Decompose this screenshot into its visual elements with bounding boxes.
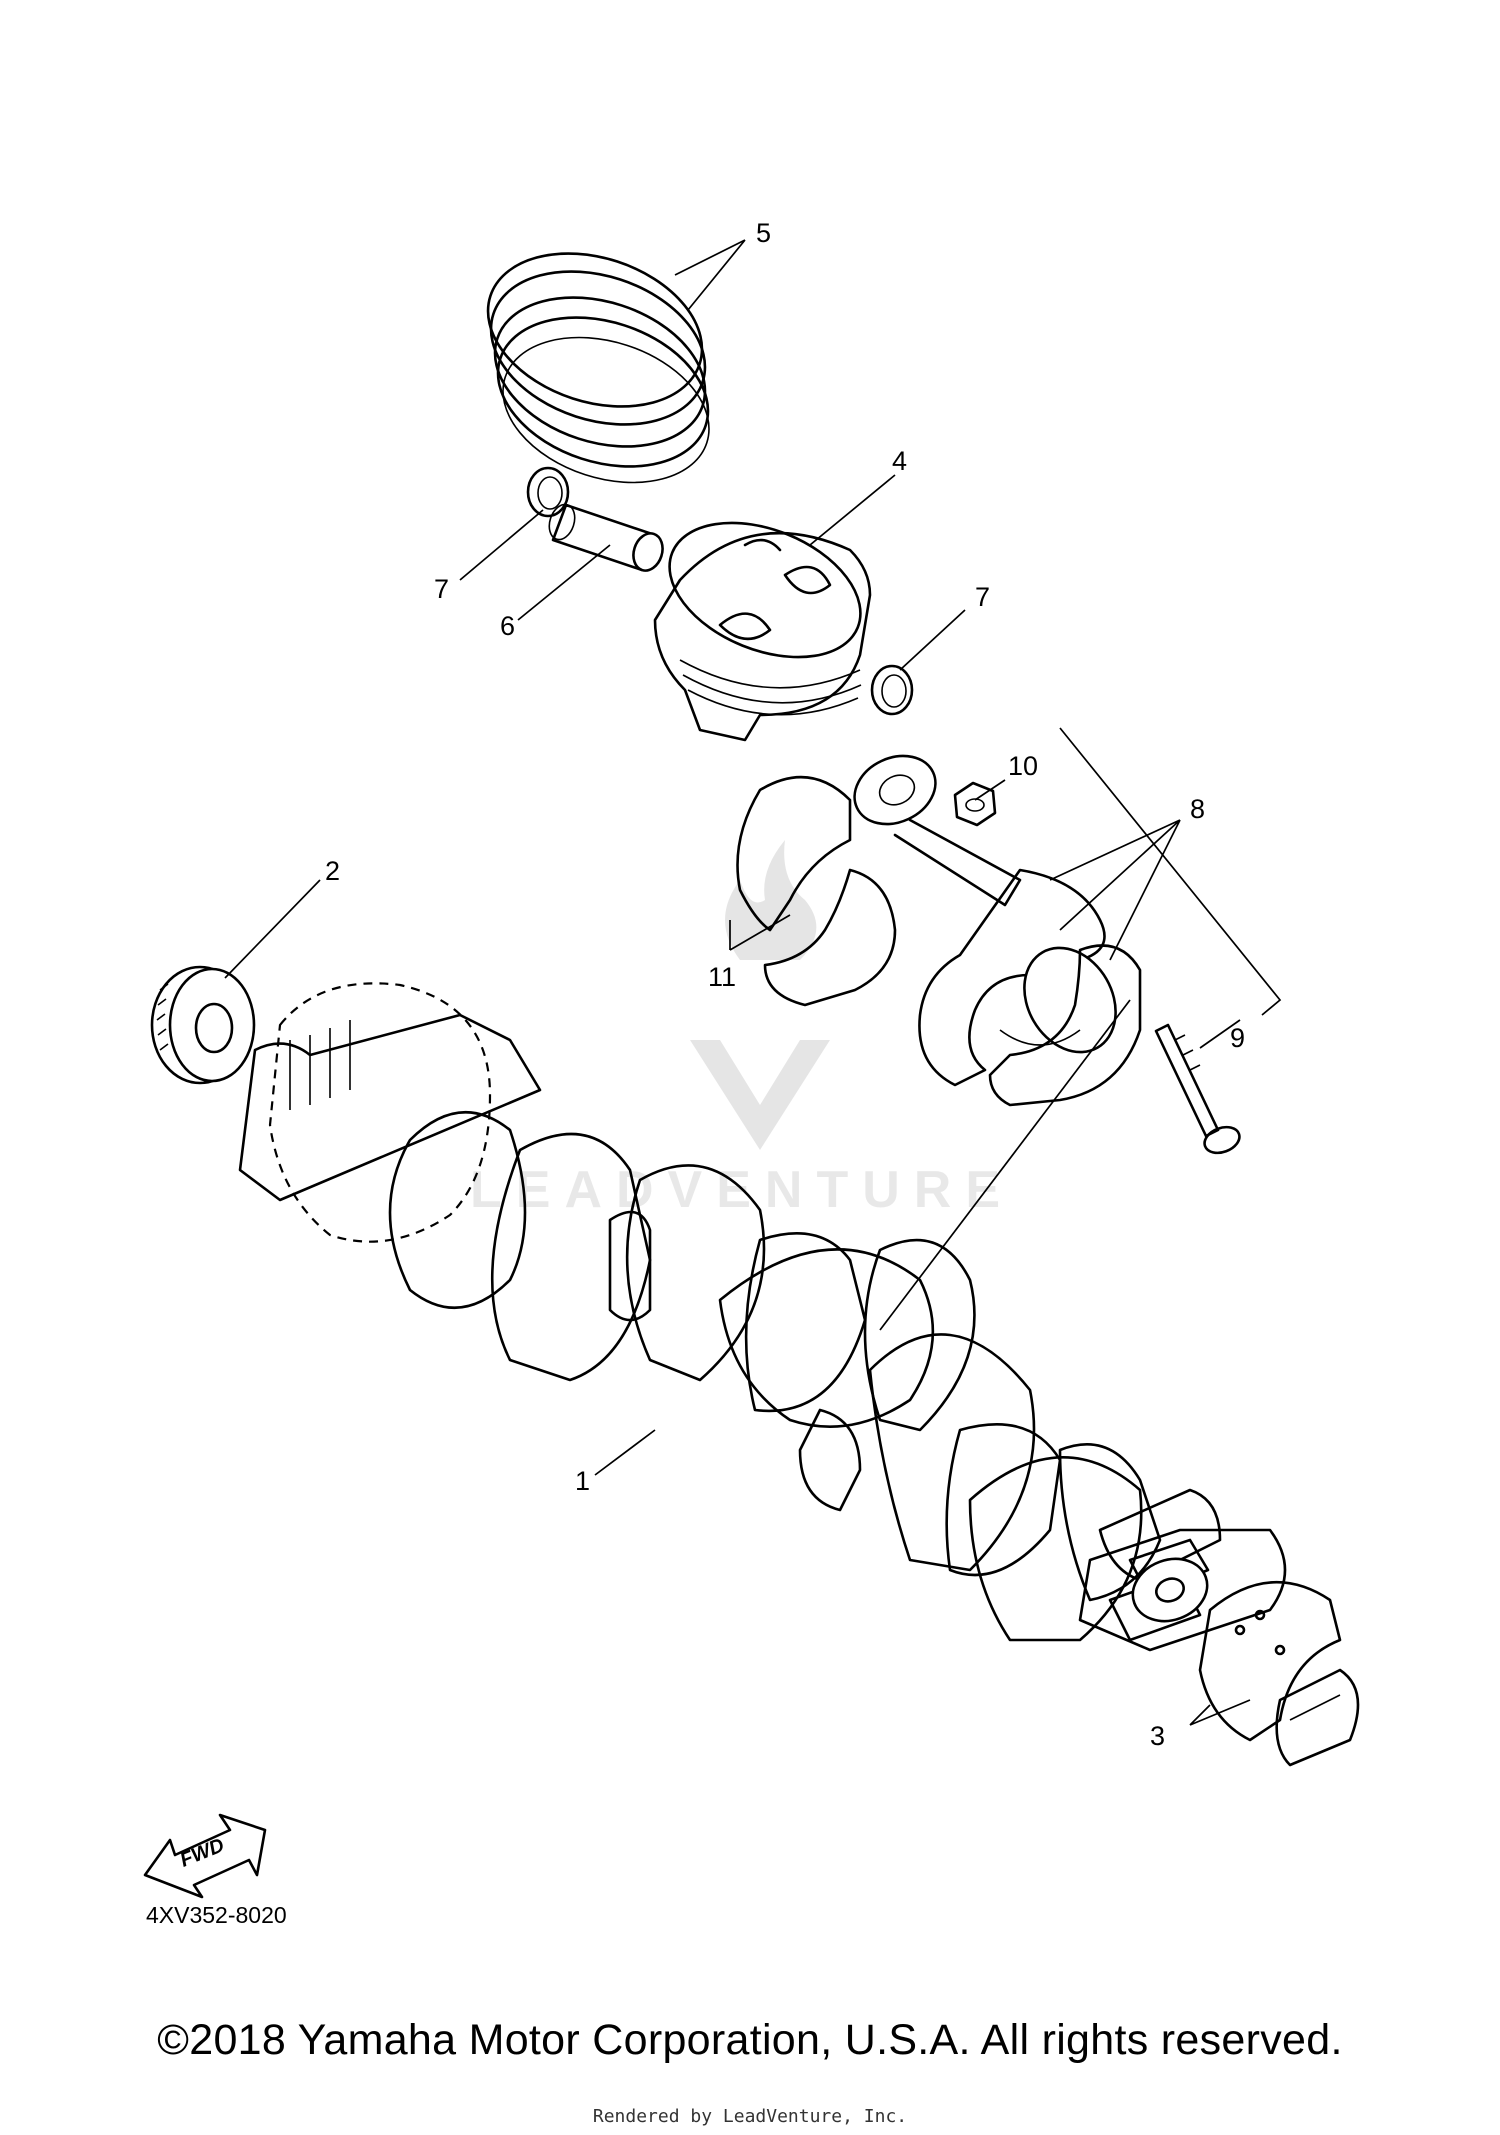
piston-part xyxy=(653,521,872,742)
circlip-left-part xyxy=(526,466,570,518)
rod-bolt-part xyxy=(1154,1023,1241,1155)
callout-1: 1 xyxy=(575,1466,590,1496)
callout-9: 9 xyxy=(1230,1023,1245,1053)
callout-6: 6 xyxy=(500,611,515,641)
piston-rings-part xyxy=(486,252,710,484)
copyright-notice: ©2018 Yamaha Motor Corporation, U.S.A. A… xyxy=(157,2016,1343,2064)
fwd-label: FWD xyxy=(177,1834,227,1871)
rendered-by-credit: Rendered by LeadVenture, Inc. xyxy=(592,2106,908,2127)
crank-gear-part xyxy=(150,965,256,1085)
watermark-logo xyxy=(690,840,830,1150)
diagram-code: 4XV352-8020 xyxy=(146,1902,287,1928)
watermark-text: LEADVENTURE xyxy=(470,1161,1015,1219)
leader-lines xyxy=(224,239,1282,1726)
callout-4: 4 xyxy=(892,446,907,476)
fwd-arrow-icon: FWD xyxy=(143,1813,267,1899)
callout-3: 3 xyxy=(1150,1721,1165,1751)
circlip-right-part xyxy=(870,664,914,716)
rod-bearings-part xyxy=(736,775,897,1007)
crankshaft-part xyxy=(238,982,1287,1652)
callout-2: 2 xyxy=(325,856,340,886)
rod-cap-part xyxy=(988,944,1142,1107)
callout-7-left: 7 xyxy=(434,574,449,604)
main-bearing-part xyxy=(1198,1580,1360,1767)
callout-5: 5 xyxy=(756,218,771,248)
piston-pin-part xyxy=(548,503,664,572)
rod-nut-part xyxy=(953,781,997,827)
callout-11: 11 xyxy=(708,962,736,992)
callout-7-right: 7 xyxy=(975,582,990,612)
callout-10: 10 xyxy=(1008,751,1038,781)
connecting-rod-part xyxy=(853,754,1117,1087)
callout-8: 8 xyxy=(1190,794,1205,824)
